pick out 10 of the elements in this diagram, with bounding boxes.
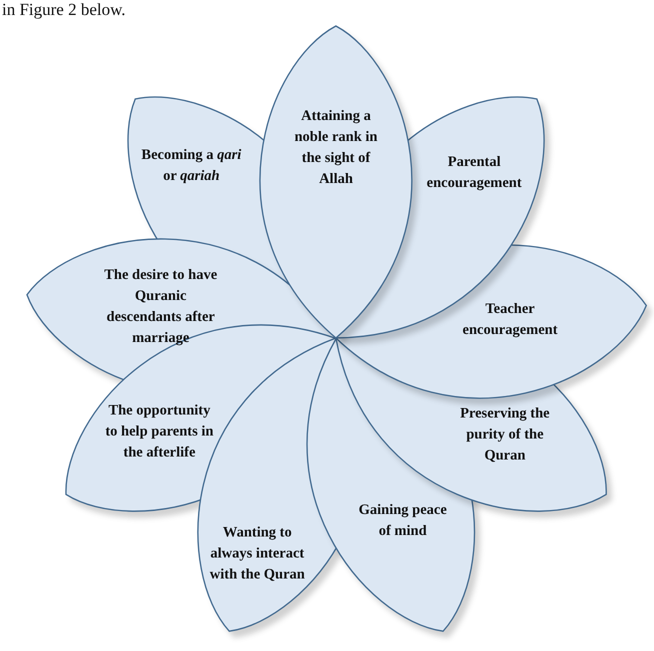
petal-label: Becoming a qari or qariah (140, 146, 242, 186)
petal-label: Parental encouragement (426, 153, 523, 194)
petal-label: The opportunity to help parents in the afterlife (104, 401, 214, 462)
caption-text: in Figure 2 below. (2, 0, 126, 20)
petal-label: Teacher encouragement (462, 300, 559, 340)
petal-label: Preserving the purity of the Quran (459, 404, 551, 466)
petal-label: Gaining peace of mind (358, 501, 448, 542)
petal-label: The desire to have Quranic descendants after marriage (103, 266, 218, 348)
petal-label: Attaining a noble rank in the sight of Allah (293, 107, 378, 189)
petal-label: Wanting to always interact with the Quran (208, 524, 306, 585)
